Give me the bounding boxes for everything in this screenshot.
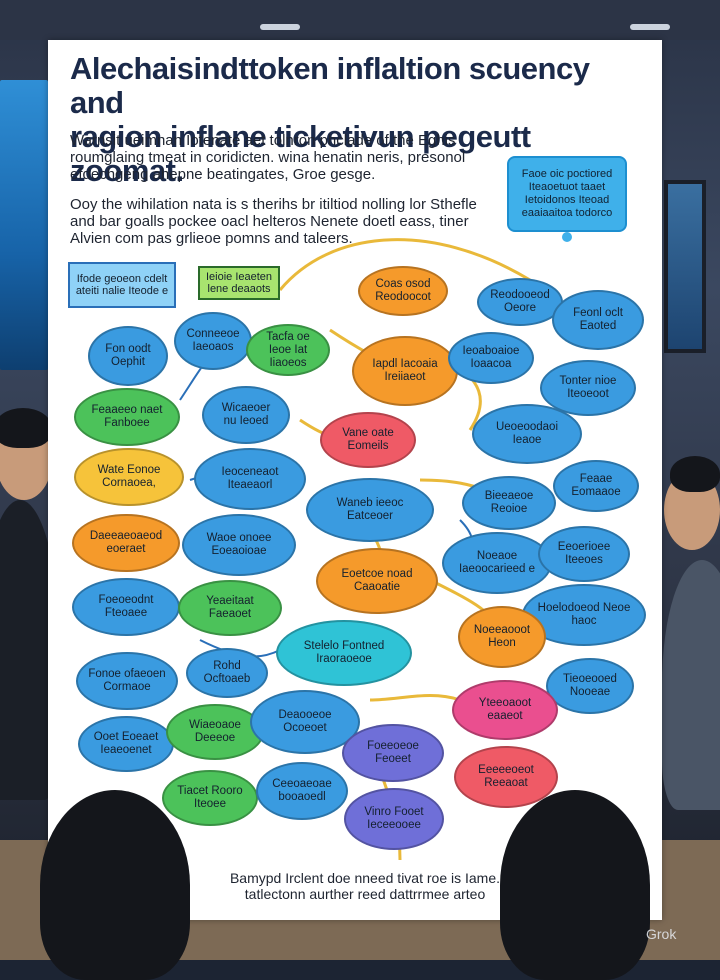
person-right-hair — [670, 456, 720, 492]
poster-title-line-2: ragion inflane ticketivun pegeutt zoomat… — [70, 119, 531, 188]
flow-node: Waneb ieeoc Eatceoer — [306, 478, 434, 542]
flow-node: Waoe onoee Eoeaoioae — [182, 514, 296, 576]
flow-node: Eeoerioee Iteeoes — [538, 526, 630, 582]
flow-node: Noeaoe Iaeoocarieed e — [442, 532, 552, 594]
flow-node: Yteeoaoot eaaeot — [452, 680, 558, 740]
intro-paragraph-1: Warnsit ueimnan Iotenate aet tolnron phc… — [70, 132, 466, 183]
footer-line-2: tatlectonn aurther reed dattrrmee arteo — [244, 886, 486, 902]
flow-node: Bieeaeoe Reoioe — [462, 476, 556, 530]
flow-node: Foeeoeoe Feoeet — [342, 724, 444, 782]
flow-node: Tieoeooed Nooeae — [546, 658, 634, 714]
flow-node: Eeeeeoeot Reeaoat — [454, 746, 558, 808]
flow-node: Coas osod Reodoocot — [358, 266, 448, 316]
flow-node: Conneeoe Iaeoaos — [174, 312, 252, 370]
ceiling — [0, 0, 720, 40]
flow-node: Eoetcoe noad Caaoatie — [316, 548, 438, 614]
flow-node: Iapdl Iacoaia Ireiiaeot — [352, 336, 458, 406]
wall-screen-right — [664, 180, 706, 353]
intro-paragraph-2: Ooy the wihilation nata is s therihs br … — [70, 196, 477, 247]
person-left-hair — [0, 408, 52, 448]
flow-node: Vane oate Eomeils — [320, 412, 416, 468]
poster-title: Alechaisindttoken inflaltion scuency and… — [70, 52, 650, 188]
callout-box: Faoe oic poctiored Iteaoetuot taaet Ieto… — [507, 156, 627, 232]
flow-node: Feonl oclt Eaoted — [552, 290, 644, 350]
flow-node: Tonter nioe Iteoeoot — [540, 360, 636, 416]
flow-node: Vinro Fooet Ieceeooee — [344, 788, 444, 850]
ceiling-lamp — [260, 24, 300, 30]
flow-node: Ooet Eoeaet Ieaeoenet — [78, 716, 174, 772]
flow-node: Yeaeitaat Faeaoet — [178, 580, 282, 636]
flow-node: Rohd Ocftoaeb — [186, 648, 268, 698]
poster-footer: Bamypd Irclent doe nneed tivat roe is Ia… — [200, 870, 530, 902]
flow-node: Deaooeoe Ocoeoet — [250, 690, 360, 754]
flow-node: Ueoeoodaoi Ieaoe — [472, 404, 582, 464]
flow-node: Wiaeoaoe Deeeoe — [166, 704, 264, 760]
flow-node: Reodooeod Oeore — [477, 278, 563, 326]
person-right — [662, 560, 720, 810]
flow-node: Tiacet Rooro Iteoee — [162, 770, 258, 826]
wall-screen-left — [0, 80, 48, 370]
flow-node: Noeeaooot Heon — [458, 606, 546, 668]
link — [278, 238, 531, 291]
flow-node: Fonoe ofaeoen Cormaoe — [76, 652, 178, 710]
flow-box-2: Ieioie Ieaeten lene deaaots — [198, 266, 280, 300]
audience-head-left — [40, 790, 190, 980]
flow-node: Fon oodt Oephit — [88, 326, 168, 386]
flow-node: Ieoaboaioe Ioaacoa — [448, 332, 534, 384]
flow-node: Ieoceneaot Iteaeaorl — [194, 448, 306, 510]
flow-node: Wate Eonoe Cornaoea, — [74, 448, 184, 506]
poster-title-line-1: Alechaisindttoken inflaltion scuency and — [70, 51, 590, 120]
flow-node: Foeoeodnt Fteoaee — [72, 578, 180, 636]
ceiling-lamp — [630, 24, 670, 30]
flow-node: Feaae Eomaaoe — [553, 460, 639, 512]
flow-node: Feaaeeo naet Fanboee — [74, 388, 180, 446]
flow-node: Ceeoaeoae booaoedl — [256, 762, 348, 820]
flow-node: Stelelo Fontned Iraoraoeoe — [276, 620, 412, 686]
link — [369, 694, 461, 702]
footer-line-1: Bamypd Irclent doe nneed tivat roe is Ia… — [229, 870, 501, 886]
flow-node: Daeeaeoaeod eoeraet — [72, 514, 180, 572]
flow-node: Wicaeoer nu Ieoed — [202, 386, 290, 444]
audience-head-right — [500, 790, 650, 980]
flow-box-1: Ifode geoeon cdelt ateiti nalie Iteode e — [68, 262, 176, 308]
callout-pointer — [562, 232, 572, 242]
grok-watermark: Grok — [646, 926, 677, 942]
flow-node: Tacfa oe Ieoe Iat Iiaoeos — [246, 324, 330, 376]
